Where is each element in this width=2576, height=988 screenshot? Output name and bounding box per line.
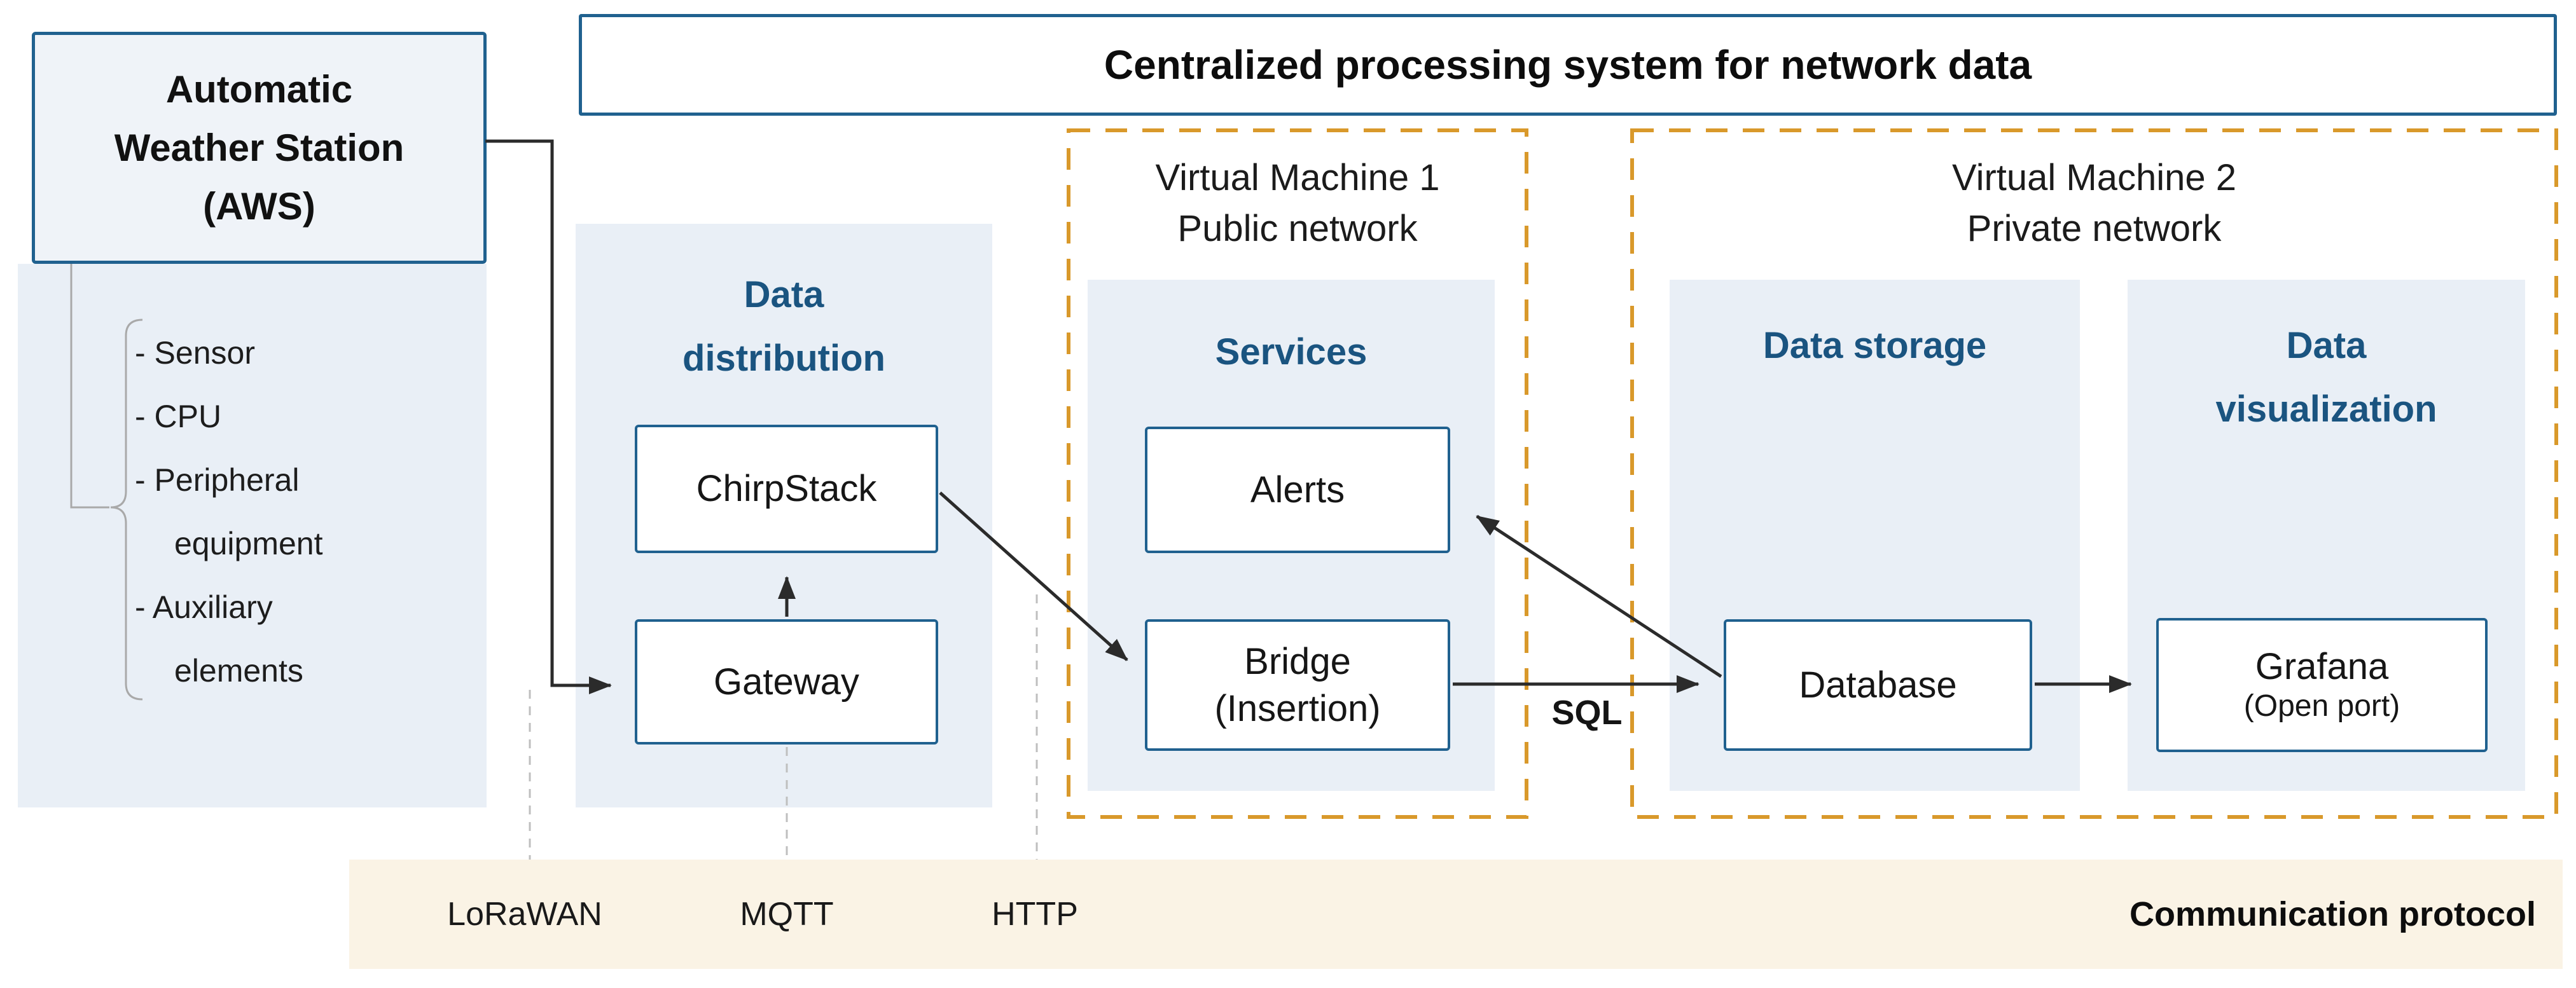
vm2-title-line1: Virtual Machine 2 [1951, 157, 2237, 198]
node-chirpstack-label: ChirpStack [696, 468, 877, 509]
aws-component-peripheral: - Peripheral equipment [135, 462, 323, 561]
node-database-label: Database [1799, 664, 1957, 706]
vm1-title: Virtual Machine 1 Public network [1069, 153, 1527, 254]
protocol-lorawan: LoRaWAN [447, 896, 602, 933]
vm1-title-line2: Public network [1177, 208, 1418, 249]
node-gateway: Gateway [635, 619, 938, 744]
protocol-http: HTTP [992, 896, 1078, 933]
aws-component-list: - Sensor - CPU - Peripheral equipment - … [135, 321, 364, 703]
aws-component-sensor: - Sensor [135, 335, 255, 371]
data-distribution-heading: Data distribution [682, 274, 885, 379]
aws-title-line1: Automatic [165, 67, 353, 111]
header-bar: Centralized processing system for networ… [579, 14, 2557, 116]
node-alerts-label: Alerts [1250, 469, 1345, 511]
vm2-title: Virtual Machine 2 Private network [1632, 153, 2556, 254]
aws-title-line2: Weather Station [114, 126, 405, 169]
node-grafana-label: Grafana [2255, 645, 2389, 687]
vm1-title-line1: Virtual Machine 1 [1155, 157, 1440, 198]
node-gateway-label: Gateway [714, 661, 859, 703]
node-grafana: Grafana (Open port) [2156, 618, 2488, 752]
data-visualization-heading: Data visualization [2215, 325, 2437, 430]
aws-box: Automatic Weather Station (AWS) [32, 32, 487, 264]
aws-component-auxiliary: - Auxiliary elements [135, 589, 303, 689]
node-bridge-label: Bridge (Insertion) [1214, 640, 1381, 729]
protocol-mqtt: MQTT [740, 896, 834, 933]
node-grafana-note: (Open port) [2243, 689, 2400, 723]
protocol-bar-title: Communication protocol [2129, 895, 2536, 933]
node-bridge: Bridge (Insertion) [1145, 619, 1450, 751]
sql-edge-label: SQL [1551, 694, 1623, 732]
node-alerts: Alerts [1145, 427, 1450, 553]
services-heading: Services [1215, 331, 1368, 373]
vm2-title-line2: Private network [1967, 208, 2222, 249]
header-title: Centralized processing system for networ… [1104, 42, 2032, 88]
data-storage-heading: Data storage [1762, 325, 1987, 366]
aws-component-cpu: - CPU [135, 399, 222, 434]
node-chirpstack: ChirpStack [635, 425, 938, 553]
protocol-bar: LoRaWAN MQTT HTTP Communication protocol [349, 860, 2563, 969]
node-database: Database [1724, 619, 2032, 751]
aws-title-line3: (AWS) [203, 184, 315, 228]
